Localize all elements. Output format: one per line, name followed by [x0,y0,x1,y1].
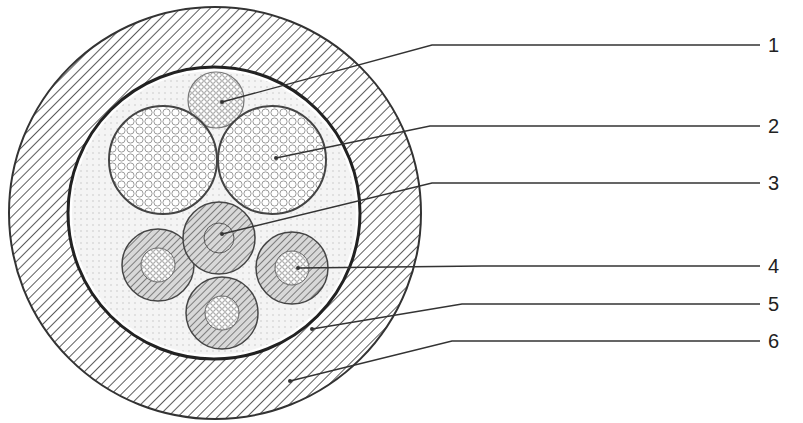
callout-number: 4 [768,256,779,276]
outer-sheath [9,7,421,419]
leader-line [222,183,760,234]
callout-number: 5 [768,294,779,314]
callout-number: 6 [768,331,779,351]
callout-number: 3 [768,173,779,193]
leader-dot [310,327,314,331]
control-core [186,277,258,349]
leader-line [298,266,760,268]
leader-line [312,304,760,329]
leader-line [276,126,760,158]
callout-number: 1 [768,35,779,55]
power-conductor [218,106,326,214]
control-core [183,202,255,274]
wrapping-tape [68,67,360,359]
leader-line [290,341,760,381]
leader-dot [296,266,300,270]
leader-dot [274,156,278,160]
power-conductor [109,106,217,214]
leader-dot [220,232,224,236]
filler [72,71,356,355]
leader-line [222,45,760,102]
leader-dot [288,379,292,383]
callout-number: 2 [768,116,779,136]
leader-dot [220,100,224,104]
